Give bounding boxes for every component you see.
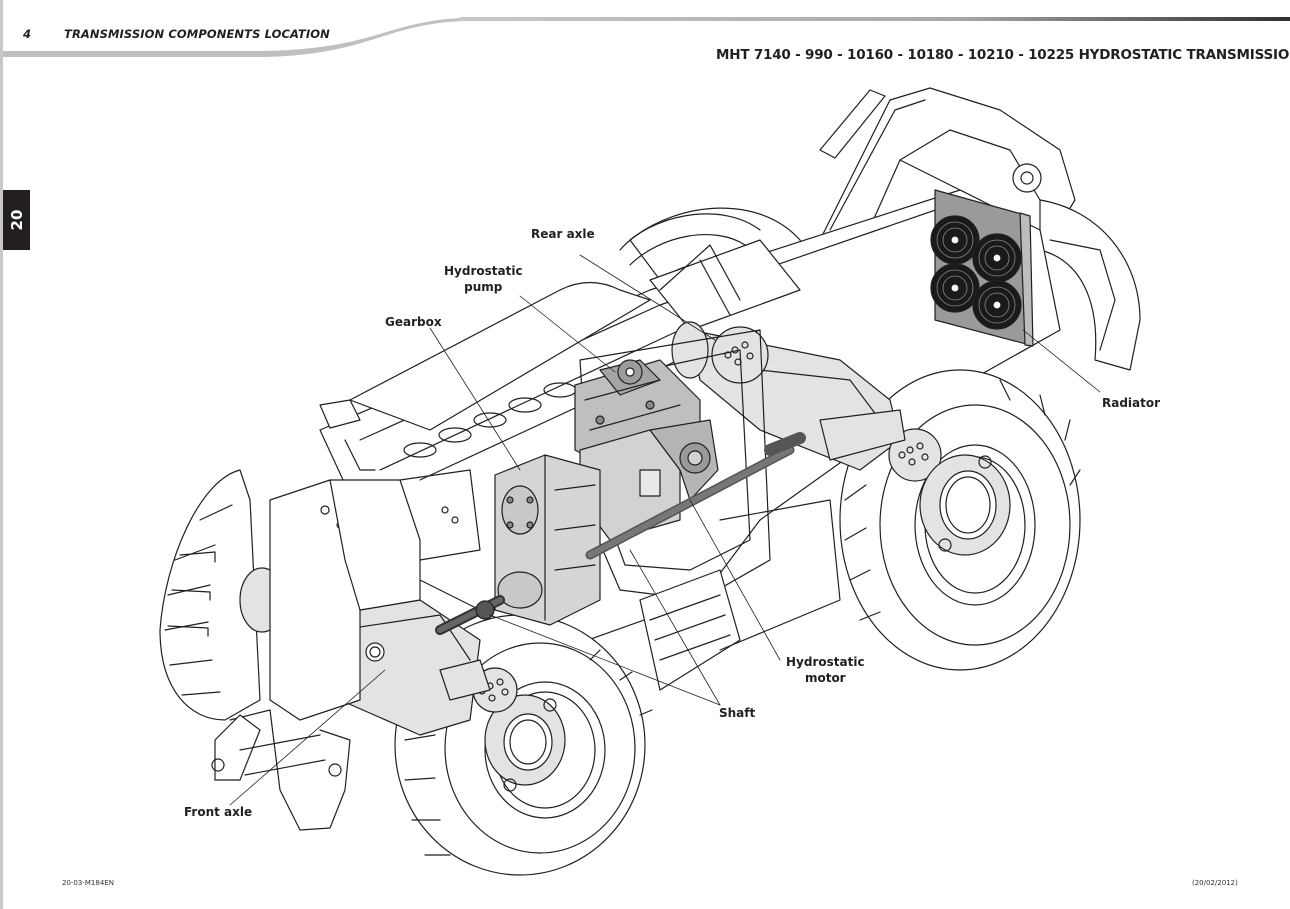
- callout-hydrostatic-pump-line1: Hydrostatic: [444, 264, 523, 278]
- front-body: [329, 469, 481, 611]
- rear-left-wheel: [619, 213, 761, 266]
- callout-hydrostatic-motor: Hydrostatic motor: [786, 654, 865, 686]
- boom: [819, 87, 1076, 251]
- leader-rear-axle: [579, 254, 716, 341]
- front-hitch: [211, 479, 361, 831]
- leader-hydrostatic-motor: [689, 499, 781, 661]
- footer-date: (20/02/2012): [1192, 879, 1238, 887]
- callout-hydrostatic-pump: Hydrostatic pump: [444, 263, 523, 295]
- leader-shaft-2: [489, 614, 721, 706]
- page-number: 4: [23, 27, 32, 41]
- page-left-edge: [0, 0, 3, 909]
- header-rule: [3, 17, 1290, 57]
- leader-lines: [229, 254, 1101, 806]
- section-title: TRANSMISSION COMPONENTS LOCATION: [64, 27, 330, 41]
- callout-front-axle: Front axle: [184, 805, 253, 819]
- footer-reference: 20-03-M184EN: [62, 879, 114, 887]
- callout-radiator: Radiator: [1102, 396, 1161, 410]
- document-title: MHT 7140 - 990 - 10160 - 10180 - 10210 -…: [716, 47, 1290, 63]
- header-swoosh: [3, 18, 470, 57]
- front-left-wheel: [159, 469, 261, 721]
- callout-hydrostatic-motor-line2: motor: [804, 671, 846, 685]
- front-hub: [484, 694, 566, 792]
- callout-rear-axle: Rear axle: [531, 227, 595, 241]
- callout-gearbox: Gearbox: [385, 315, 442, 329]
- leader-shaft-1: [629, 549, 721, 706]
- callout-hydrostatic-motor-line1: Hydrostatic: [786, 655, 865, 669]
- rear-axle: [671, 321, 942, 482]
- leader-gearbox: [429, 327, 521, 471]
- hood: [319, 281, 651, 471]
- leader-front-axle: [229, 669, 386, 806]
- drive-shafts: [435, 432, 806, 635]
- header-line: [460, 17, 1290, 21]
- chapter-tab[interactable]: 20: [3, 190, 30, 250]
- gearbox: [494, 454, 601, 626]
- callout-hydrostatic-pump-line2: pump: [464, 280, 503, 294]
- callout-shaft: Shaft: [719, 706, 756, 720]
- radiator: [930, 189, 1034, 347]
- hydrostatic-motor: [579, 419, 719, 541]
- leader-radiator: [1022, 329, 1101, 393]
- rear-hub: [919, 454, 1011, 556]
- leader-hydrostatic-pump: [519, 295, 616, 373]
